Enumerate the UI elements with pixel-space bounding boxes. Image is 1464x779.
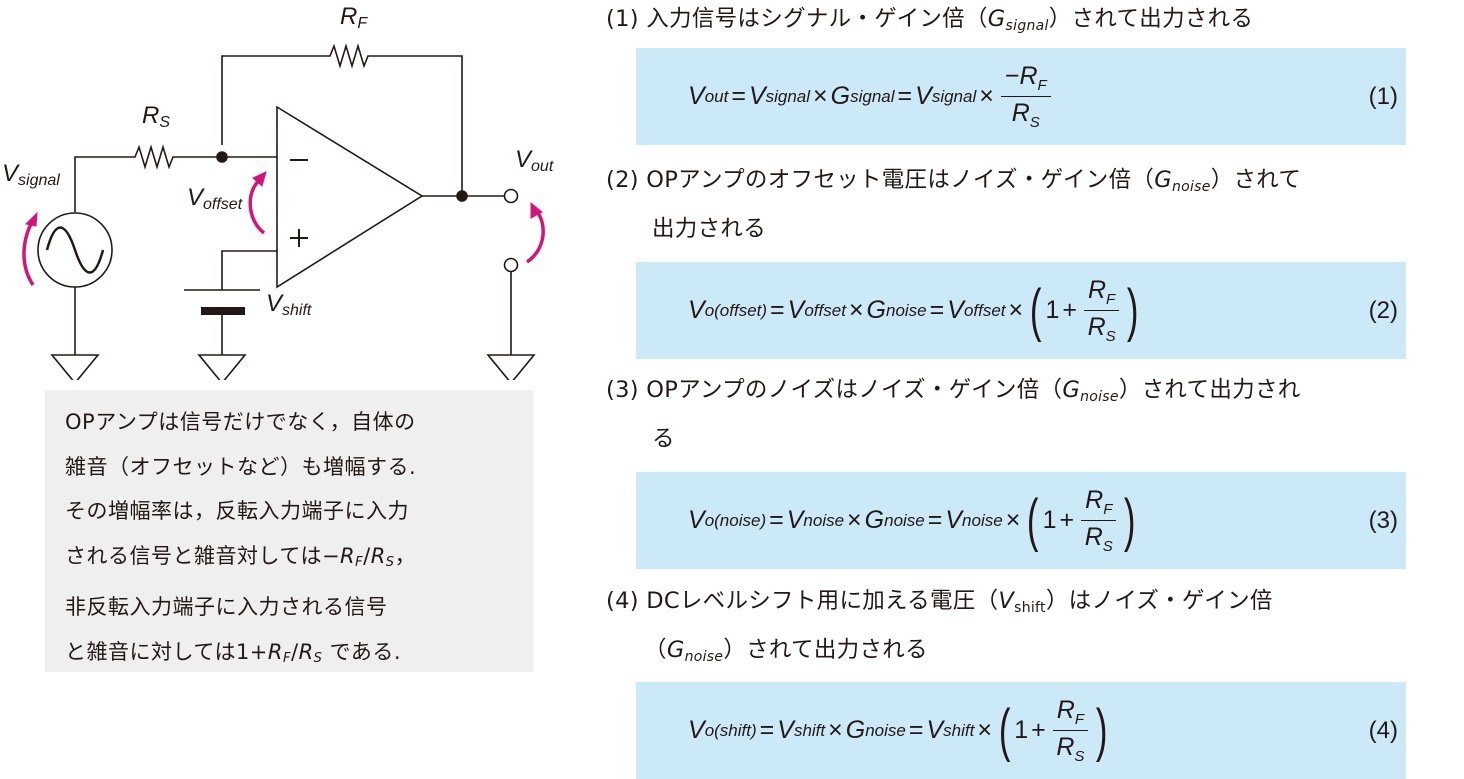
arrow-vsignal: [22, 219, 35, 286]
wire-feedback-right: [373, 55, 463, 196]
label-vshift: Vshift: [266, 290, 312, 319]
arrow-vout: [525, 208, 545, 264]
output-terminal-ground: [503, 257, 519, 273]
note-line: される信号と雑音対しては−RF/RS，: [65, 543, 417, 570]
heading-2: (2) OPアンプのオフセット電圧はノイズ・ゲイン倍（Gnoise）されて出力さ…: [606, 167, 1302, 242]
resistor-rs: [130, 144, 178, 170]
equation-number: (1): [1368, 82, 1398, 110]
heading-4: (4) DCレベルシフト用に加える電圧（Vshift）はノイズ・ゲイン倍（Gno…: [606, 588, 1273, 665]
note-line: 雑音（オフセットなど）も増幅する.: [65, 454, 417, 479]
circuit-diagram: [22, 43, 545, 380]
wire-feedback: [221, 55, 325, 145]
heading-1: (1) 入力信号はシグナル・ゲイン倍（Gsignal）されて出力される: [606, 6, 1254, 34]
label-rs: RS: [142, 102, 171, 131]
equation-number: (4): [1368, 716, 1398, 744]
explanation-note: OPアンプは信号だけでなく，自体の 雑音（オフセットなど）も増幅する. その増幅…: [45, 390, 533, 672]
arrow-head: [530, 201, 543, 219]
label-vout: Vout: [515, 146, 554, 175]
label-vsignal: Vsignal: [2, 160, 60, 189]
output-terminal: [503, 188, 519, 204]
battery-short-plate: [201, 307, 245, 315]
equation-number: (2): [1368, 296, 1398, 324]
resistor-rf: [325, 43, 373, 69]
plus-sign: [290, 229, 308, 247]
label-voffset: Voffset: [187, 184, 243, 213]
opamp-triangle: [276, 105, 424, 289]
note-line: 非反転入力端子に入力される信号: [65, 595, 388, 619]
note-line: OPアンプは信号だけでなく，自体の: [65, 410, 416, 434]
junction-dot: [216, 151, 228, 163]
arrow-head: [24, 211, 38, 227]
note-line: と雑音に対しては1+RF/RS である.: [65, 639, 402, 666]
ground-icon: [50, 354, 100, 380]
sine-icon: [45, 226, 105, 274]
heading-3: (3) OPアンプのノイズはノイズ・ゲイン倍（Gnoise）されて出力される: [606, 377, 1301, 452]
ground-icon: [486, 354, 536, 380]
junction-dot-output: [456, 190, 468, 202]
equation-number: (3): [1368, 506, 1398, 534]
wire-input: [74, 156, 130, 212]
arrow-head: [252, 171, 267, 187]
note-line: その増幅率は，反転入力端子に入力: [65, 499, 409, 523]
ground-icon: [197, 354, 247, 380]
label-rf: RF: [340, 3, 368, 32]
wire-noninverting: [221, 250, 277, 290]
